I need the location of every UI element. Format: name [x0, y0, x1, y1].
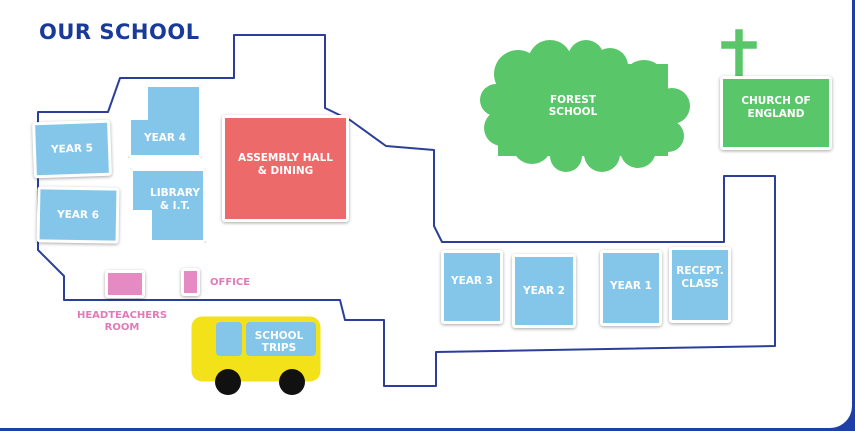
room-assembly-hall[interactable]: ASSEMBLY HALL & DINING	[222, 115, 349, 222]
headteachers-room[interactable]	[105, 270, 145, 298]
room-year-5-label: YEAR 5	[50, 141, 94, 156]
bus-icon[interactable]	[188, 312, 328, 398]
room-library[interactable]: LIBRARY & I.T.	[130, 168, 206, 243]
church-of-england[interactable]: CHURCH OF ENGLAND	[720, 76, 832, 150]
map-title: OUR SCHOOL	[39, 20, 200, 44]
school-trips-label: SCHOOL TRIPS	[254, 330, 304, 354]
room-year-6-label: YEAR 6	[56, 208, 100, 221]
room-year-6[interactable]: YEAR 6	[36, 186, 120, 244]
church-of-england-label: CHURCH OF ENGLAND	[741, 95, 811, 120]
room-year-4-label: YEAR 4	[144, 131, 186, 144]
headteachers-room-label: HEADTEACHERS ROOM	[76, 310, 168, 333]
room-reception-class[interactable]: RECEPT. CLASS	[669, 247, 731, 323]
forest-school-label: FOREST SCHOOL	[548, 94, 598, 118]
room-year-3[interactable]: YEAR 3	[441, 250, 503, 324]
room-reception-class-label: RECEPT. CLASS	[676, 265, 724, 290]
room-year-2-label: YEAR 2	[523, 284, 565, 297]
office-label: OFFICE	[210, 277, 251, 288]
walking-path	[37, 34, 776, 387]
room-year-1[interactable]: YEAR 1	[600, 250, 662, 326]
room-library-label: LIBRARY & I.T.	[150, 186, 200, 212]
cross-icon	[718, 26, 760, 82]
room-year-3-label: YEAR 3	[451, 274, 493, 287]
office-room[interactable]	[181, 268, 200, 296]
room-year-1-label: YEAR 1	[610, 279, 652, 292]
room-year-2[interactable]: YEAR 2	[512, 254, 576, 328]
forest-school-tree[interactable]	[478, 40, 698, 175]
room-year-5[interactable]: YEAR 5	[32, 119, 112, 179]
room-assembly-hall-label: ASSEMBLY HALL & DINING	[237, 151, 333, 177]
